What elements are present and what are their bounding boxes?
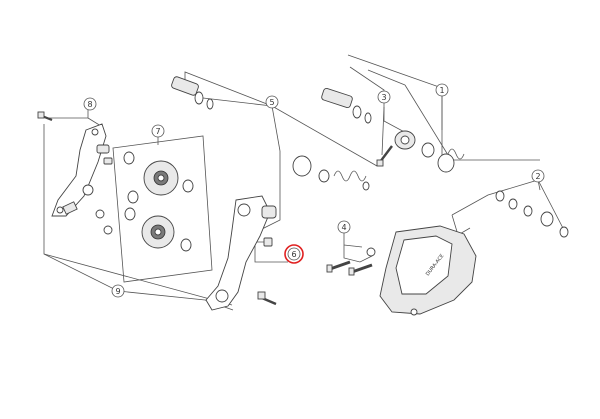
callout-5-label: 5 bbox=[269, 98, 274, 107]
part-6-bolt bbox=[263, 237, 273, 247]
group-2-bracket bbox=[451, 179, 566, 233]
group-8-link bbox=[87, 117, 102, 127]
outer-plate bbox=[51, 123, 107, 217]
tension-pulley bbox=[143, 160, 179, 196]
cage-screw-bottom bbox=[257, 291, 277, 306]
cage-spring bbox=[292, 155, 370, 191]
callout-8: 8 bbox=[83, 97, 97, 111]
callout-5: 5 bbox=[265, 95, 279, 109]
group-5-link-b bbox=[271, 105, 281, 152]
cage-axle bbox=[171, 76, 214, 110]
group-9-bracket bbox=[43, 124, 234, 311]
group-7-frame bbox=[112, 135, 213, 283]
group-1-link-b bbox=[367, 69, 406, 86]
group-5-link-a bbox=[202, 97, 273, 107]
group-1-bracket bbox=[347, 54, 540, 161]
pulley-washers bbox=[123, 151, 194, 252]
group-4-link bbox=[343, 244, 363, 248]
b-spring bbox=[437, 148, 465, 173]
callout-4: 4 bbox=[337, 220, 351, 234]
inner-plate bbox=[205, 195, 277, 311]
callout-9-label: 9 bbox=[115, 287, 120, 296]
group-3-link bbox=[381, 106, 385, 156]
group-9-link bbox=[43, 253, 233, 306]
group-5-bracket bbox=[184, 71, 378, 167]
group-lines bbox=[43, 54, 566, 311]
callout-3: 3 bbox=[377, 90, 391, 104]
group-1-link-c bbox=[404, 84, 449, 156]
callout-4-label: 4 bbox=[341, 223, 346, 232]
callout-6-label: 6 bbox=[291, 250, 296, 259]
pulley-bolts bbox=[95, 144, 113, 235]
b-axle bbox=[321, 87, 372, 124]
callout-6: 6 bbox=[284, 244, 304, 264]
b-tension-screw bbox=[376, 145, 393, 167]
callout-3-label: 3 bbox=[381, 93, 386, 102]
callout-8-label: 8 bbox=[87, 100, 92, 109]
callout-1-label: 1 bbox=[439, 86, 444, 95]
adjust-screws bbox=[326, 247, 376, 276]
group-3-bracket bbox=[349, 66, 411, 136]
group-6-bracket bbox=[254, 241, 288, 263]
group-4-bracket bbox=[343, 231, 373, 263]
callout-7: 7 bbox=[151, 124, 165, 138]
derailleur-body: DURA-ACE bbox=[379, 225, 477, 316]
callout-1: 1 bbox=[435, 83, 449, 97]
group-8-bracket bbox=[46, 107, 89, 119]
callout-2: 2 bbox=[531, 169, 545, 183]
callout-2-label: 2 bbox=[535, 172, 540, 181]
screw-top-left bbox=[37, 111, 53, 122]
callout-9: 9 bbox=[111, 284, 125, 298]
washer-stack bbox=[495, 190, 569, 238]
callout-7-label: 7 bbox=[155, 127, 160, 136]
guide-pulley bbox=[141, 215, 175, 249]
b-bracket bbox=[394, 130, 435, 158]
